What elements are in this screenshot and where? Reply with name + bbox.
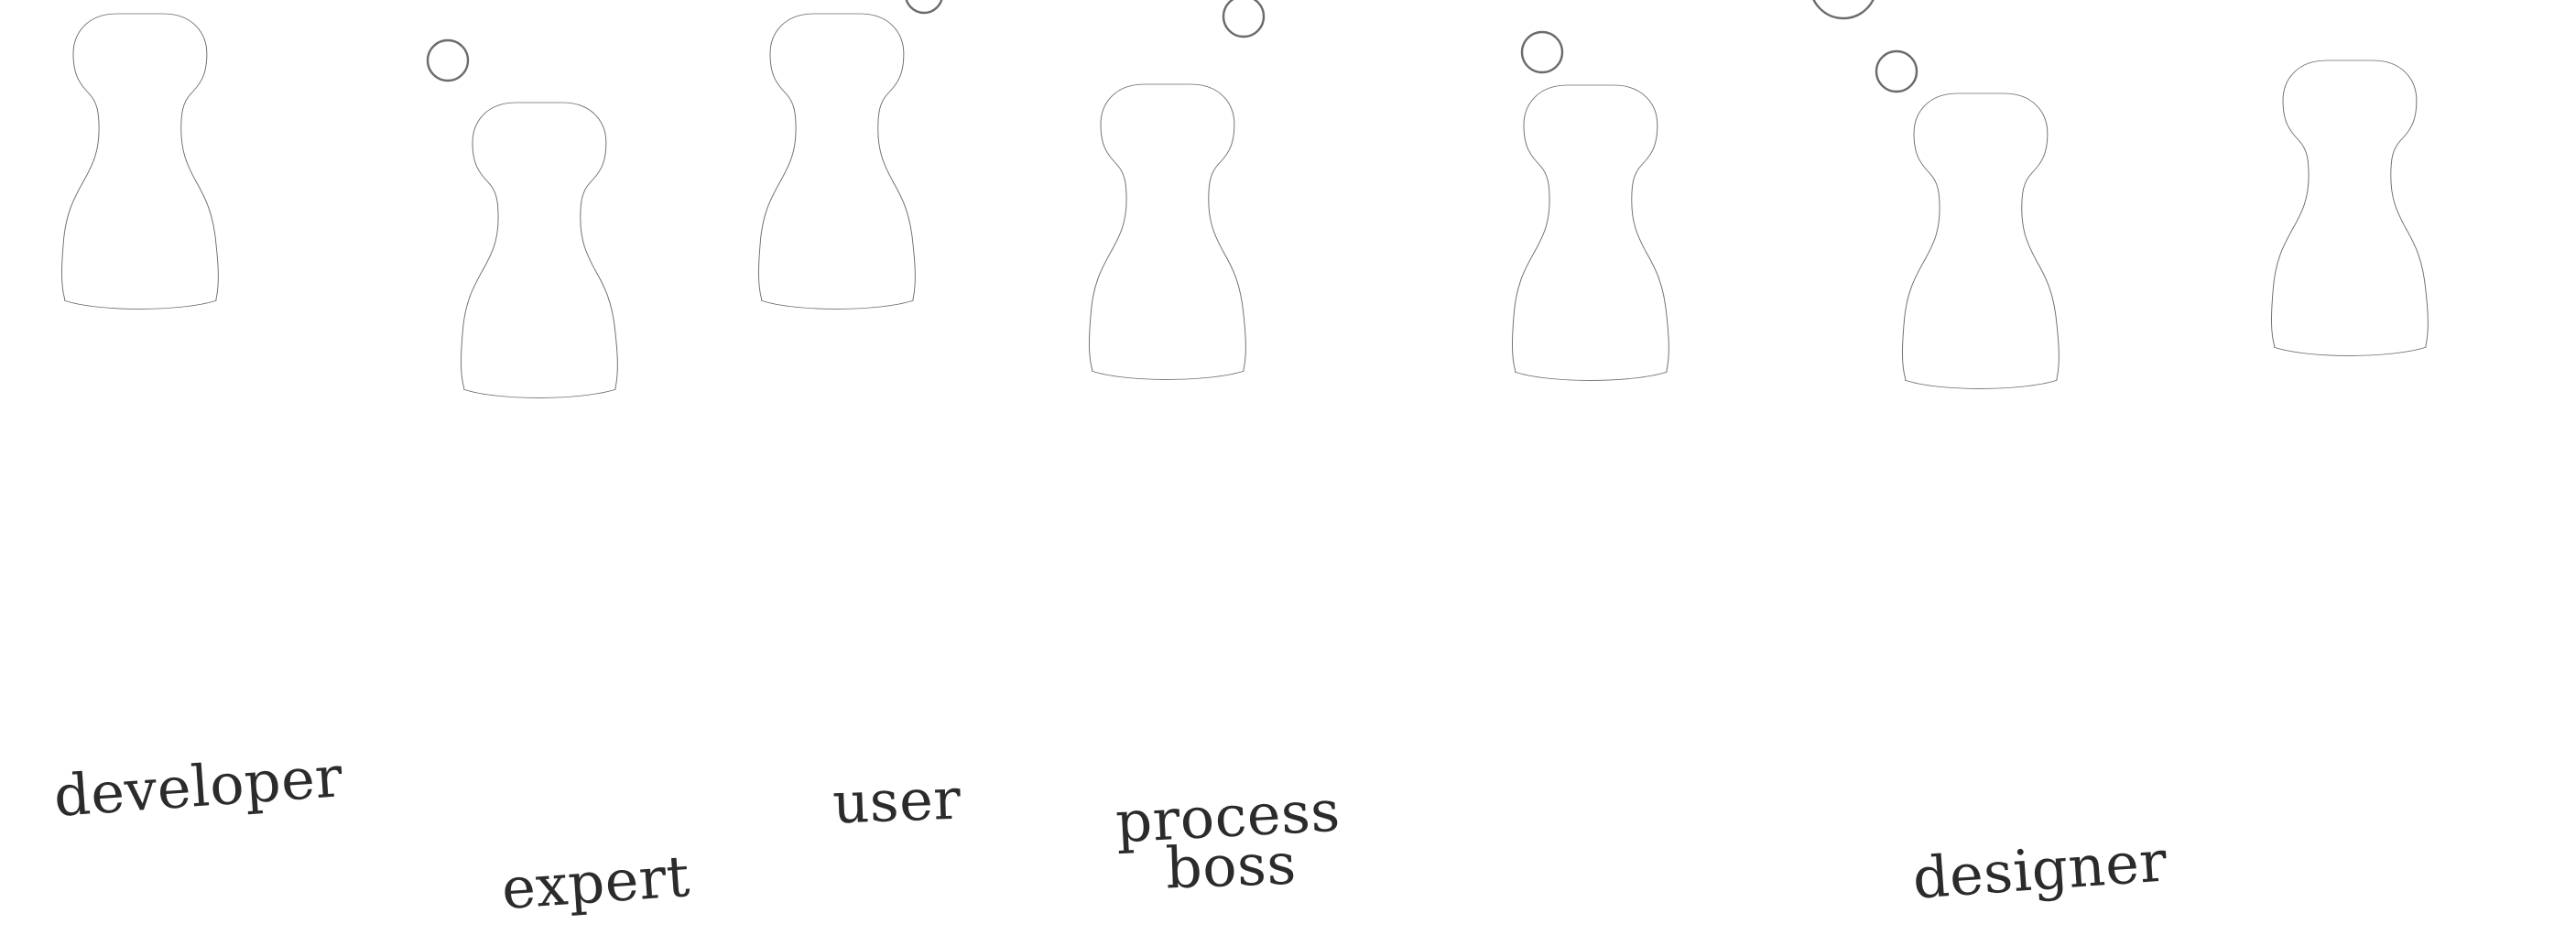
- thought-bubble: [1222, 0, 1266, 38]
- pawn-silhouette: [758, 13, 916, 310]
- pawn-silhouette: [1902, 92, 2060, 389]
- thought-bubble: [1812, 0, 1875, 20]
- figure-user: [758, 13, 916, 310]
- label-process: process: [1114, 777, 1342, 856]
- label-expert: expert: [499, 843, 691, 922]
- pawn-silhouette: [1512, 84, 1669, 381]
- label-developer: developer: [51, 743, 344, 830]
- figure-process-boss: [1089, 83, 1246, 380]
- figure-designer: [1902, 92, 2060, 389]
- thought-bubbles: [426, 0, 1918, 93]
- pawn-silhouette: [461, 102, 618, 398]
- pawn-silhouette: [1089, 83, 1246, 380]
- figure-expert: [461, 102, 618, 398]
- thought-bubble: [426, 38, 470, 82]
- figure-labels: developer expert user process boss desig…: [51, 743, 2168, 922]
- label-user: user: [831, 766, 962, 837]
- thought-bubble: [1520, 30, 1564, 74]
- figure-developer: [61, 13, 219, 310]
- label-boss: boss: [1165, 831, 1298, 902]
- figure-unlabeled-2: [2271, 60, 2429, 356]
- figure-unlabeled-1: [1512, 84, 1669, 381]
- thought-bubble: [905, 0, 943, 15]
- thought-bubble: [1875, 49, 1918, 93]
- pawn-silhouette: [2271, 60, 2429, 356]
- label-designer: designer: [1910, 827, 2168, 911]
- pawn-silhouette: [61, 13, 219, 310]
